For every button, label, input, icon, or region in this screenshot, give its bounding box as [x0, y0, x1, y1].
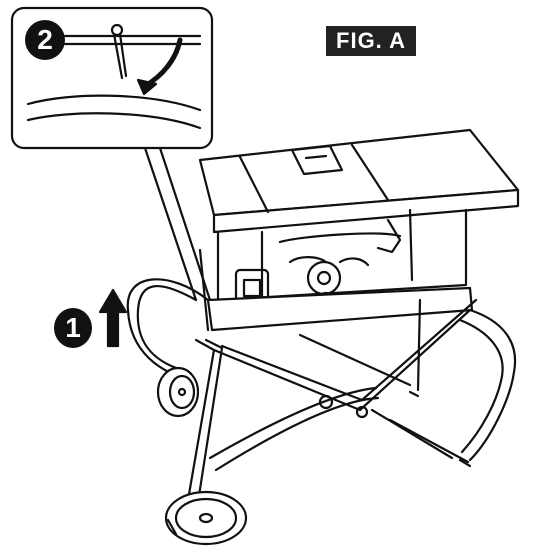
foot-mark — [408, 390, 420, 398]
curved-arrow-icon — [136, 37, 183, 96]
front-wheel — [164, 490, 248, 546]
saw-tabletop — [198, 128, 520, 234]
step-2-badge: 2 — [25, 20, 65, 60]
detail-frame-top — [26, 94, 202, 112]
handwheel — [306, 260, 342, 296]
callout-pointer — [143, 146, 198, 302]
saw-body — [216, 208, 468, 309]
step-1-badge: 1 — [54, 308, 92, 348]
detail-callout-box — [10, 6, 214, 150]
stand-frame — [126, 278, 517, 504]
up-arrow-icon — [98, 288, 128, 348]
rear-wheel — [156, 366, 200, 418]
foot-mark — [458, 458, 472, 468]
cotter-pin-icon — [110, 23, 128, 80]
detail-frame-bottom — [26, 112, 202, 130]
figure-label: FIG. A — [326, 26, 416, 56]
